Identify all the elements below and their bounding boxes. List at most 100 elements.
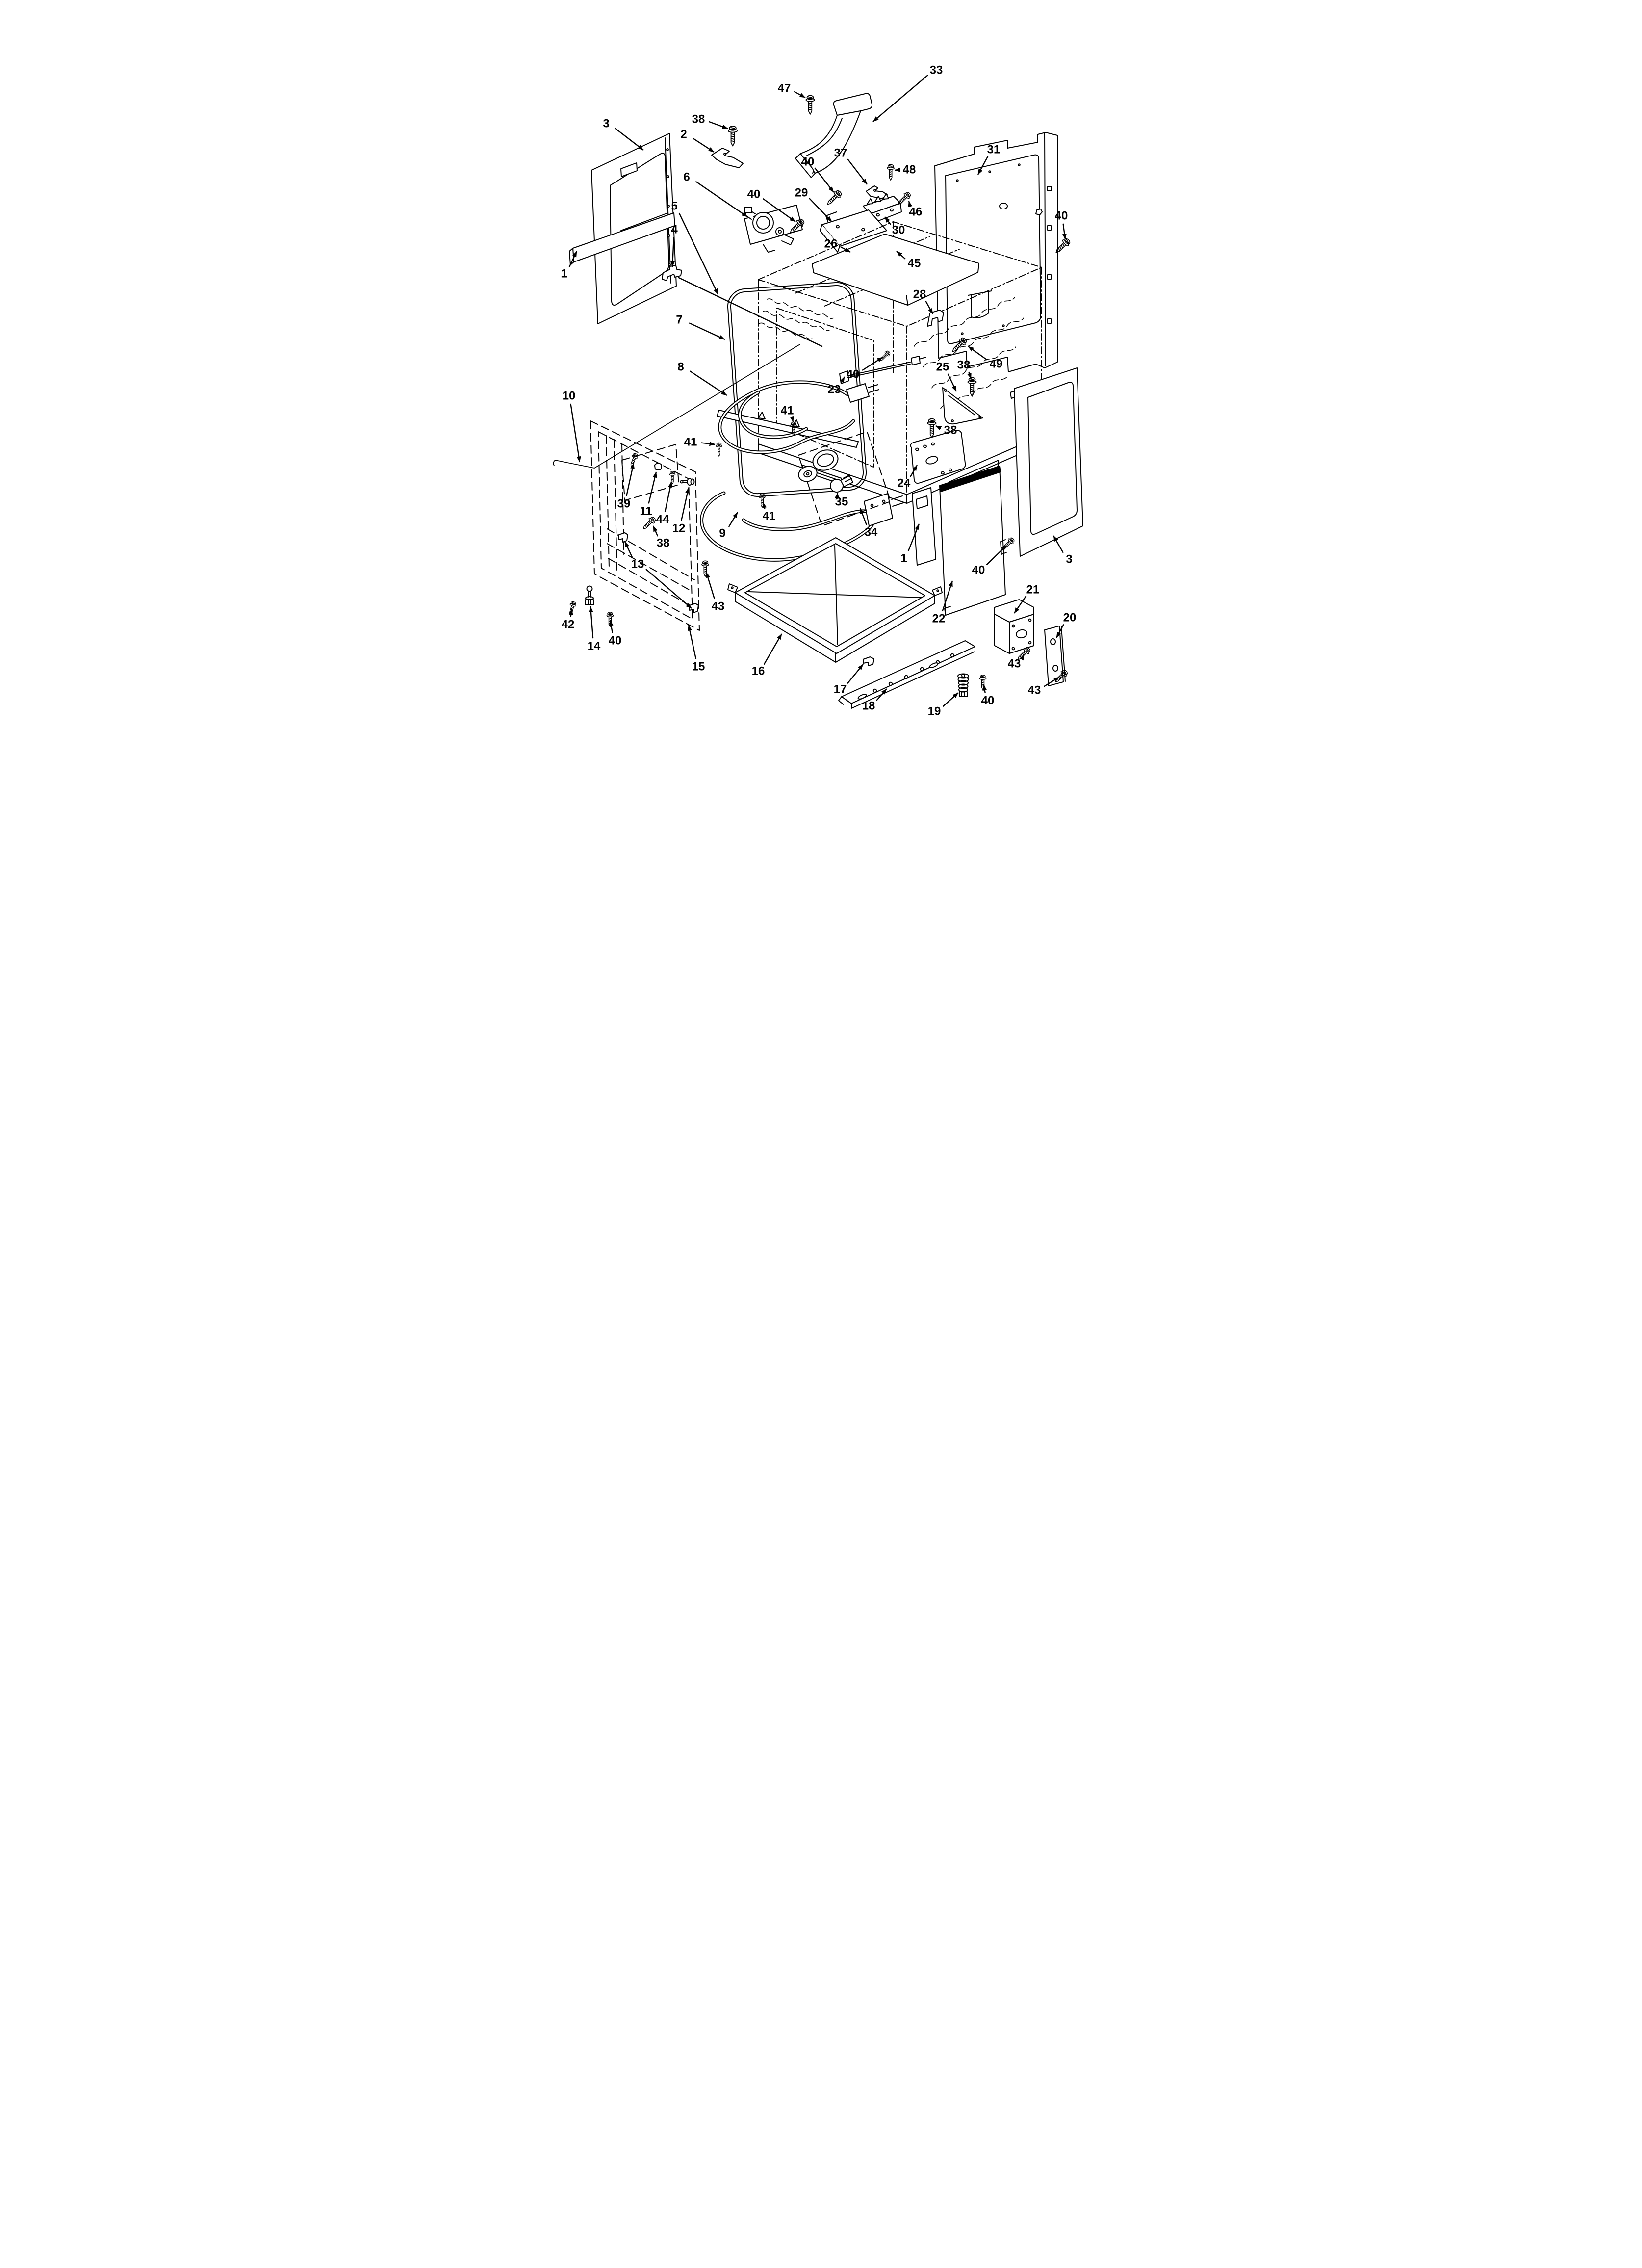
callout-38: 38: [692, 113, 705, 126]
leader-line-33: [872, 75, 928, 122]
callout-41: 41: [763, 510, 776, 523]
part-leveling-leg-14: [585, 585, 594, 605]
part-screw-38-c: [927, 418, 937, 438]
leader-line-38: [935, 425, 942, 431]
callout-3: 3: [1066, 553, 1072, 566]
leader-line-41: [762, 502, 767, 509]
part-bracket-24: [910, 430, 966, 484]
callout-12: 12: [672, 522, 686, 535]
callout-22: 22: [932, 612, 946, 626]
leader-line-20: [1055, 624, 1064, 638]
part-base-pan-16: [727, 537, 943, 663]
part-rear-panel-31: [934, 132, 1058, 372]
leader-line-22: [942, 580, 953, 612]
leader-line-46: [908, 201, 913, 208]
part-screw-44: [669, 471, 676, 485]
part-clip-13-right: [689, 603, 699, 613]
leader-line-26: [840, 246, 851, 253]
leader-line-13: [624, 541, 633, 558]
callout-17: 17: [834, 683, 847, 696]
leader-line-25: [947, 373, 957, 392]
part-side-panel-right: [1010, 367, 1083, 557]
leader-line-39: [626, 463, 635, 496]
leader-line-40: [609, 620, 614, 633]
part-screw-42: [567, 600, 577, 616]
callout-47: 47: [778, 82, 791, 95]
part-inner-panel-22: [939, 466, 1007, 616]
callout-38: 38: [657, 537, 670, 550]
callout-43: 43: [1008, 657, 1021, 671]
part-bracket-21: [994, 599, 1034, 654]
leader-line-9: [728, 512, 739, 527]
parts-artwork: [553, 93, 1083, 709]
part-leveling-screw-19: [957, 673, 969, 697]
leader-line-49: [968, 346, 988, 361]
part-oven-cavity: [758, 221, 1042, 504]
leader-line-7: [689, 322, 725, 340]
leader-line-40: [814, 167, 834, 193]
leader-line-41: [790, 416, 795, 422]
leader-line-15: [688, 625, 697, 659]
leader-line-38: [652, 525, 659, 537]
callout-23: 23: [828, 383, 841, 396]
callout-40: 40: [609, 634, 622, 648]
callout-5: 5: [671, 200, 677, 213]
leader-line-11: [648, 471, 657, 504]
callout-21: 21: [1026, 583, 1040, 597]
callout-40: 40: [981, 694, 995, 707]
callout-7: 7: [676, 313, 682, 327]
leader-line-40: [1062, 223, 1067, 240]
part-screw-38-b: [967, 377, 977, 397]
callout-24: 24: [898, 477, 911, 490]
part-latch-motor-6: [744, 205, 803, 253]
callout-41: 41: [684, 436, 697, 449]
part-bake-element-9: [700, 491, 904, 562]
leader-line-6: [695, 181, 748, 217]
part-bracket-2: [711, 148, 744, 168]
callout-40: 40: [1055, 209, 1068, 223]
leader-line-30: [884, 216, 892, 225]
leader-line-17: [847, 664, 864, 684]
callout-35: 35: [835, 495, 848, 509]
leader-line-16: [763, 633, 783, 665]
callout-20: 20: [1063, 611, 1077, 625]
callout-38: 38: [944, 424, 957, 437]
leader-line-3: [1052, 535, 1064, 553]
part-front-trim-strip-right: [912, 487, 936, 566]
leader-line-34: [859, 508, 868, 525]
leader-line-31: [977, 156, 989, 175]
callout-1: 1: [900, 552, 907, 565]
leader-line-28: [925, 300, 934, 314]
part-screw-48: [887, 164, 895, 181]
leader-line-3: [615, 128, 644, 151]
callout-40: 40: [801, 156, 815, 169]
leader-line-2: [693, 137, 715, 153]
leader-line-45: [896, 251, 906, 260]
leader-line-23: [840, 376, 846, 384]
leader-line-40: [862, 356, 883, 371]
callout-33: 33: [930, 64, 943, 77]
callout-6: 6: [683, 171, 690, 184]
part-screw-47: [805, 95, 815, 115]
callout-31: 31: [987, 143, 1001, 156]
callout-42: 42: [562, 618, 575, 631]
part-bracket-37: [866, 185, 888, 199]
leader-line-43: [1043, 676, 1060, 687]
callout-11: 11: [640, 505, 652, 518]
leader-line-43: [705, 572, 716, 600]
leader-line-14: [589, 606, 594, 639]
callout-43: 43: [712, 600, 725, 613]
leader-line-24: [909, 465, 918, 477]
callout-4: 4: [671, 223, 678, 236]
callout-8: 8: [677, 361, 684, 374]
part-light-assembly-34: [798, 431, 891, 526]
leader-line-18: [876, 688, 887, 701]
callout-40: 40: [847, 368, 860, 381]
part-support-rail-18: [838, 640, 975, 709]
part-spacer-plate-20: [1044, 626, 1066, 686]
leader-line-29: [809, 198, 832, 222]
leader-line-40: [986, 545, 1007, 566]
callout-30: 30: [892, 224, 905, 237]
callout-44: 44: [656, 513, 669, 526]
